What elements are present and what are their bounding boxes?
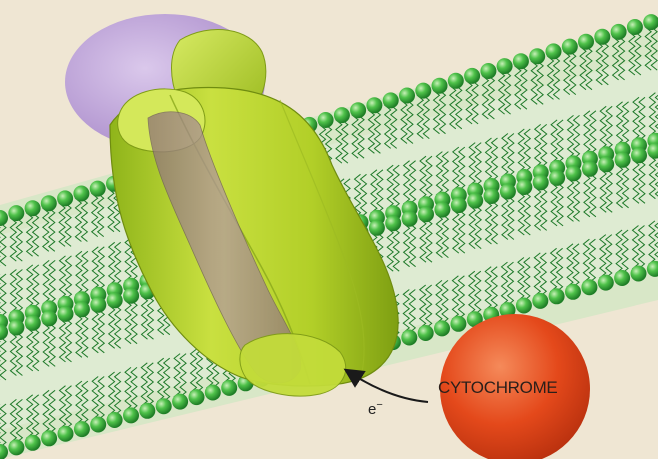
lipid-head xyxy=(74,301,90,317)
lipid-head xyxy=(614,270,630,286)
lipid-head xyxy=(631,266,647,282)
lipid-head xyxy=(221,380,237,396)
lipid-head xyxy=(598,275,614,291)
lipid-head xyxy=(8,439,24,455)
electron-label: e− xyxy=(368,399,383,418)
lipid-head xyxy=(418,206,434,222)
lipid-head xyxy=(350,102,366,118)
lipid-head xyxy=(58,426,74,442)
lipid-head xyxy=(565,284,581,300)
lipid-head xyxy=(58,306,74,322)
lipid-head xyxy=(107,292,123,308)
lipid-head xyxy=(74,421,90,437)
lipid-head xyxy=(611,24,627,40)
lipid-head xyxy=(450,316,466,332)
lipid-head xyxy=(57,190,73,206)
lipid-head xyxy=(480,63,496,79)
lipid-head xyxy=(418,325,434,341)
lipid-head xyxy=(549,170,565,186)
lipid-head xyxy=(366,97,382,113)
lipid-head xyxy=(615,152,631,168)
lipid-head xyxy=(415,83,431,99)
lipid-head xyxy=(546,43,562,59)
lipid-head xyxy=(434,202,450,218)
lipid-head xyxy=(8,205,24,221)
lipid-head xyxy=(334,107,350,123)
lipid-head xyxy=(8,320,24,336)
lipid-head xyxy=(582,161,598,177)
lipid-head xyxy=(123,288,139,304)
lipid-head xyxy=(631,147,647,163)
lipid-head xyxy=(25,200,41,216)
lipid-head xyxy=(627,19,643,35)
lipid-head xyxy=(401,330,417,346)
lipid-head xyxy=(123,407,139,423)
lipid-head xyxy=(90,417,106,433)
lipid-head xyxy=(566,165,582,181)
lipid-head xyxy=(598,156,614,172)
lipid-head xyxy=(41,310,57,326)
lipid-head xyxy=(73,186,89,202)
lipid-head xyxy=(562,39,578,55)
lipid-head xyxy=(156,398,172,414)
lipid-head xyxy=(434,320,450,336)
lipid-head xyxy=(516,298,532,314)
lipid-head xyxy=(25,435,41,451)
lipid-head xyxy=(385,215,401,231)
lipid-head xyxy=(451,197,467,213)
lipid-head xyxy=(578,34,594,50)
lipid-head xyxy=(25,315,41,331)
cytochrome-label: CYTOCHROME xyxy=(438,378,557,398)
lipid-head xyxy=(41,195,57,211)
lipid-head xyxy=(594,29,610,45)
electron-transfer-arrow-icon xyxy=(352,374,428,402)
lipid-head xyxy=(549,288,565,304)
lipid-head xyxy=(139,403,155,419)
lipid-head xyxy=(318,112,334,128)
lipid-head xyxy=(172,394,188,410)
electron-charge: − xyxy=(376,399,382,411)
lipid-head xyxy=(383,92,399,108)
lipid-head xyxy=(581,279,597,295)
lipid-head xyxy=(484,188,500,204)
lipid-head xyxy=(90,297,106,313)
lipid-head xyxy=(533,174,549,190)
lipid-head xyxy=(107,412,123,428)
lipid-head xyxy=(90,181,106,197)
lipid-head xyxy=(432,78,448,94)
lipid-head xyxy=(516,179,532,195)
lipid-head xyxy=(513,53,529,69)
lipid-head xyxy=(402,211,418,227)
lipid-head xyxy=(529,48,545,64)
lipid-head xyxy=(399,88,415,104)
lipid-head xyxy=(464,68,480,84)
lipid-head xyxy=(205,385,221,401)
lipid-head xyxy=(532,293,548,309)
lipid-head xyxy=(448,73,464,89)
lipid-head xyxy=(189,389,205,405)
lipid-head xyxy=(41,430,57,446)
lipid-head xyxy=(467,193,483,209)
lipid-head xyxy=(497,58,513,74)
lipid-head xyxy=(500,184,516,200)
lipid-head xyxy=(369,220,385,236)
